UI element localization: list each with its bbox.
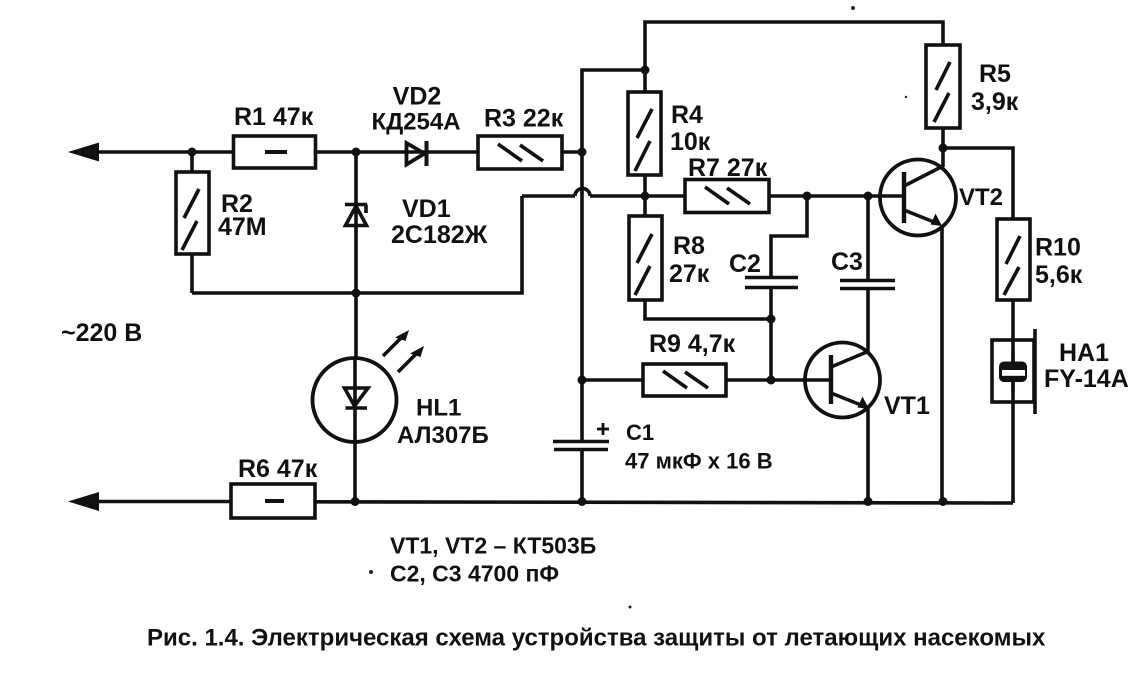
svg-text:HL1: HL1 [416,395,461,422]
svg-text:R1 47к: R1 47к [234,103,314,131]
svg-text:АЛ307Б: АЛ307Б [397,422,489,449]
svg-text:C2: C2 [729,250,761,278]
svg-text:2С182Ж: 2С182Ж [391,221,488,249]
svg-text:R6 47к: R6 47к [238,455,318,483]
svg-text:R5: R5 [979,60,1011,88]
svg-text:VT1: VT1 [884,392,930,420]
svg-text:47М: 47М [218,213,267,241]
svg-text:R9 4,7к: R9 4,7к [649,330,736,358]
svg-text:R8: R8 [673,232,705,260]
svg-text:5,6к: 5,6к [1035,261,1083,289]
svg-text:FY-14A: FY-14A [1044,365,1129,393]
svg-text:R4: R4 [671,101,703,129]
svg-text:R2: R2 [221,190,253,218]
svg-text:C1: C1 [626,420,654,445]
svg-text:VT1, VT2 – КТ503Б: VT1, VT2 – КТ503Б [390,533,596,559]
svg-text:Рис. 1.4. Электрическая схема: Рис. 1.4. Электрическая схема устройства… [147,625,1046,652]
svg-text:10к: 10к [670,128,711,156]
svg-text:~220 В: ~220 В [61,319,142,347]
svg-text:HA1: HA1 [1059,339,1109,367]
svg-text:3,9к: 3,9к [971,88,1019,116]
svg-text:R7 27к: R7 27к [688,154,768,182]
svg-text:VT2: VT2 [959,184,1003,211]
svg-text:С2, С3 4700 пФ: С2, С3 4700 пФ [390,561,559,587]
svg-text:C3: C3 [831,248,863,276]
svg-text:VD1: VD1 [402,195,451,223]
svg-text:КД254А: КД254А [371,109,460,136]
svg-text:R10: R10 [1035,234,1081,262]
svg-text:27к: 27к [669,260,710,288]
svg-text:47 мкФ х 16 В: 47 мкФ х 16 В [625,449,773,474]
svg-text:VD2: VD2 [393,83,442,111]
svg-text:R3 22к: R3 22к [484,105,564,133]
